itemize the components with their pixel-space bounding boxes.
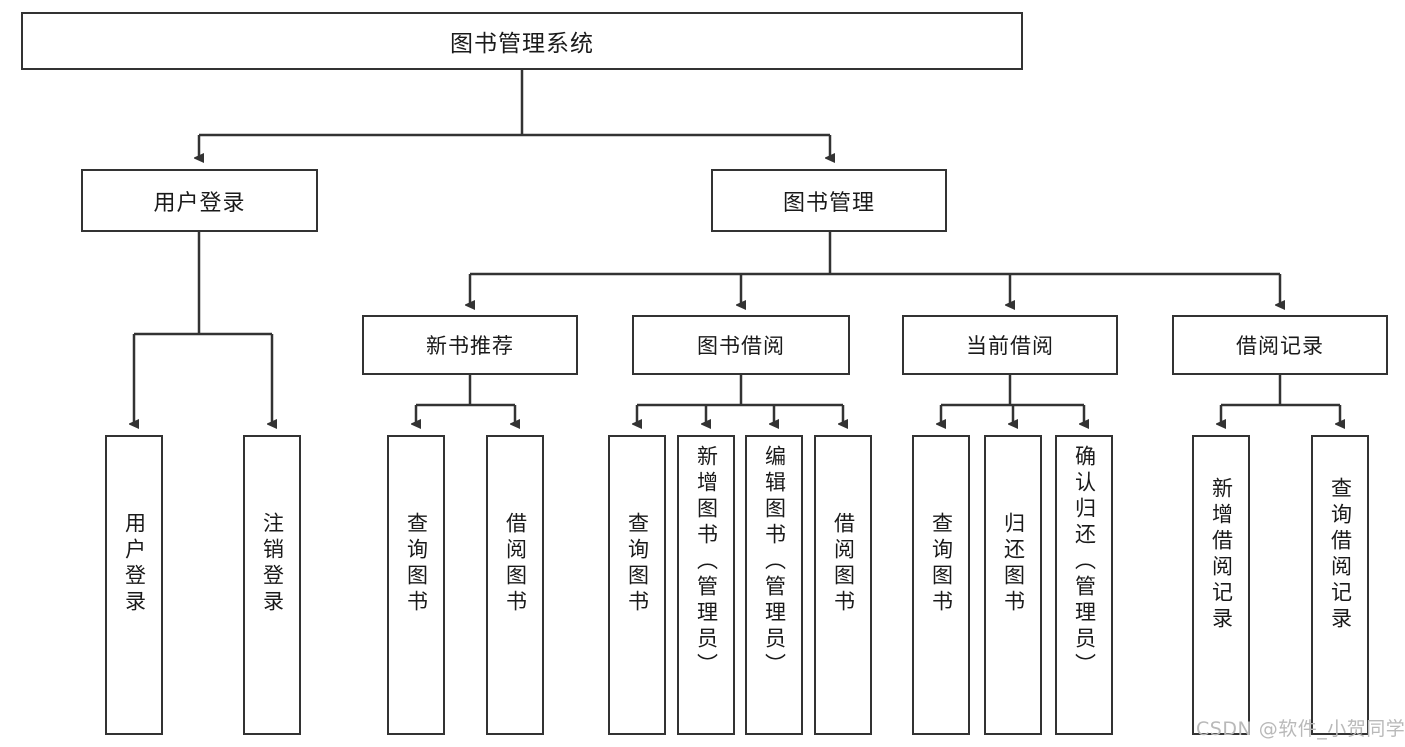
node-leaf-return-book-label: 归还图书 <box>1001 512 1026 616</box>
node-leaf-return-book[interactable]: 归还图书 <box>984 435 1042 735</box>
node-leaf-query-borrow-record[interactable]: 查询借阅记录 <box>1311 435 1369 735</box>
node-user-login-label: 用户登录 <box>153 190 246 216</box>
node-borrow-record[interactable]: 借阅记录 <box>1172 315 1388 375</box>
node-leaf-borrow-book[interactable]: 借阅图书 <box>814 435 872 735</box>
node-leaf-user-login[interactable]: 用户登录 <box>105 435 163 735</box>
node-leaf-user-logout-label: 注销登录 <box>260 512 285 616</box>
node-leaf-query-book-cur-label: 查询图书 <box>929 512 954 616</box>
node-leaf-borrow-book-label: 借阅图书 <box>831 512 856 616</box>
node-borrow-record-label: 借阅记录 <box>1236 334 1324 358</box>
node-current-borrow[interactable]: 当前借阅 <box>902 315 1118 375</box>
node-book-borrow[interactable]: 图书借阅 <box>632 315 850 375</box>
node-leaf-query-borrow-record-label: 查询借阅记录 <box>1328 477 1353 633</box>
node-leaf-add-book-admin-label: 新增图书（管理员） <box>694 445 719 679</box>
node-leaf-query-book-rec[interactable]: 查询图书 <box>387 435 445 735</box>
node-leaf-add-book-admin[interactable]: 新增图书（管理员） <box>677 435 735 735</box>
node-leaf-confirm-return-admin-label: 确认归还（管理员） <box>1072 445 1097 679</box>
node-user-login[interactable]: 用户登录 <box>81 169 318 232</box>
node-new-book-rec[interactable]: 新书推荐 <box>362 315 578 375</box>
node-new-book-rec-label: 新书推荐 <box>426 334 514 358</box>
node-leaf-user-login-label: 用户登录 <box>122 512 147 616</box>
node-root[interactable]: 图书管理系统 <box>21 12 1023 70</box>
node-book-manage-label: 图书管理 <box>782 190 875 216</box>
node-leaf-borrow-book-rec-label: 借阅图书 <box>503 512 528 616</box>
node-leaf-query-book[interactable]: 查询图书 <box>608 435 666 735</box>
node-root-label: 图书管理系统 <box>450 31 594 57</box>
node-leaf-user-logout[interactable]: 注销登录 <box>243 435 301 735</box>
node-leaf-query-book-label: 查询图书 <box>625 512 650 616</box>
node-leaf-confirm-return-admin[interactable]: 确认归还（管理员） <box>1055 435 1113 735</box>
node-leaf-edit-book-admin-label: 编辑图书（管理员） <box>762 445 787 679</box>
node-leaf-borrow-book-rec[interactable]: 借阅图书 <box>486 435 544 735</box>
node-current-borrow-label: 当前借阅 <box>966 334 1054 358</box>
node-book-borrow-label: 图书借阅 <box>697 334 785 358</box>
watermark-text: CSDN @软件_小贺同学 <box>1196 718 1405 740</box>
node-leaf-add-borrow-record-label: 新增借阅记录 <box>1209 477 1234 633</box>
node-leaf-edit-book-admin[interactable]: 编辑图书（管理员） <box>745 435 803 735</box>
node-book-manage[interactable]: 图书管理 <box>711 169 947 232</box>
node-leaf-query-book-rec-label: 查询图书 <box>404 512 429 616</box>
node-leaf-add-borrow-record[interactable]: 新增借阅记录 <box>1192 435 1250 735</box>
node-leaf-query-book-cur[interactable]: 查询图书 <box>912 435 970 735</box>
